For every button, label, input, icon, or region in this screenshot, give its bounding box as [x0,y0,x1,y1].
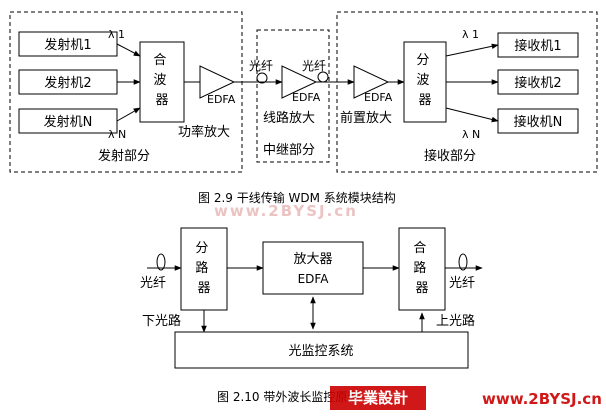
figure-2-9-caption: 图 2.9 干线传输 WDM 系统模块结构 [198,190,396,205]
fiber-in-coil [156,253,166,271]
booster-amp-triangle [199,65,236,99]
mux-char-2: 波 [153,73,166,88]
splitter-char-2: 路 [195,260,208,276]
drop-label: 下光路 [142,313,181,329]
amp-box [262,241,364,295]
lambda-n-right: λ N [462,128,480,141]
fiber-loop-right [317,71,329,83]
repeater-section-box [256,29,330,163]
figure-2-10-caption: 图 2.10 带外波长监控原理 [217,390,359,404]
fiber-label-left: 光纤 [249,59,273,73]
fiber-out-coil [458,253,468,271]
txn-to-mux-line [116,107,141,122]
lambda-1-left: λ 1 [108,28,125,41]
transmit-section-box [9,11,243,173]
demux-char-2: 波 [416,73,429,88]
fiber-out-label: 光纤 [449,276,475,291]
pre-amp-caption: 前置放大 [340,110,392,126]
center-watermark: www.2BYSJ.cn [214,202,358,220]
combiner-char-1: 合 [413,241,426,256]
combiner-box [398,227,446,311]
add-label: 上光路 [436,313,475,329]
mux-char-1: 合 [153,53,166,68]
fiber-in-label: 光纤 [140,276,166,291]
combiner-char-2: 路 [413,260,426,276]
receiver-1-label: 接收机1 [514,38,561,54]
mux-box [139,41,185,123]
fiber-loop-left [256,72,268,84]
transmitter-1-box [18,31,118,57]
tx1-to-mux-line [116,43,141,57]
combiner-char-3: 器 [415,281,428,296]
mux-label: 合 波 器 [153,53,170,108]
amp-title: 放大器 [293,252,332,267]
demux-char-1: 分 [416,53,429,68]
splitter-box [180,227,228,311]
pre-amp-label: EDFA [364,91,393,104]
pre-amp-triangle [353,65,390,99]
demux-label: 分 波 器 [416,53,433,108]
fiber-label-right: 光纤 [302,59,326,73]
combiner-label: 合 路 器 [413,241,430,296]
demux-char-3: 器 [418,93,431,108]
booster-amp-label: EDFA [207,93,236,106]
monitor-label: 光监控系统 [288,344,353,359]
transmitter-n-box [18,108,118,134]
watermark-logo-text: 毕業設計 [348,389,408,407]
watermark-site-text: www.2BYSJ.cn [482,390,602,408]
demux-to-rx1-line [445,43,499,57]
line-amp-triangle [281,65,318,99]
transmitter-2-label: 发射机2 [44,75,91,91]
mux-char-3: 器 [155,93,168,108]
amp-sub: EDFA [298,272,330,286]
line-amp-label: EDFA [292,91,321,104]
splitter-label: 分 路 器 [195,241,212,296]
splitter-char-3: 器 [197,281,210,296]
repeater-caption: 中继部分 [263,143,315,158]
receiver-2-box [497,69,579,95]
receiver-1-box [497,32,579,58]
demux-to-rxn-line [445,107,499,123]
watermark-logo-bg [330,386,426,410]
line-amp-caption: 线路放大 [263,110,315,126]
receiver-n-box [497,108,579,134]
monitor-box [174,331,469,369]
transmitter-1-label: 发射机1 [44,37,91,53]
receiver-2-label: 接收机2 [514,75,561,91]
splitter-char-1: 分 [195,241,208,256]
figure-wdm-structure: 发射机1 发射机2 发射机N λ 1 λ N 合 波 器 EDFA 功率放大 光… [9,11,598,205]
receive-section-box [336,11,598,173]
receive-section-label: 接收部分 [424,148,476,164]
receiver-n-label: 接收机N [514,114,563,130]
booster-amp-caption: 功率放大 [178,124,230,140]
figure-oob-monitoring: 光纤 分 路 器 放大器 EDFA 合 路 器 光纤 下光路 上光路 [140,227,483,404]
transmitter-n-label: 发射机N [44,114,93,130]
transmit-section-label: 发射部分 [98,148,150,164]
lambda-n-left: λ N [108,128,126,141]
watermark-logo: 毕業設計 www.2BYSJ.cn [330,386,602,410]
lambda-1-right: λ 1 [462,28,479,41]
